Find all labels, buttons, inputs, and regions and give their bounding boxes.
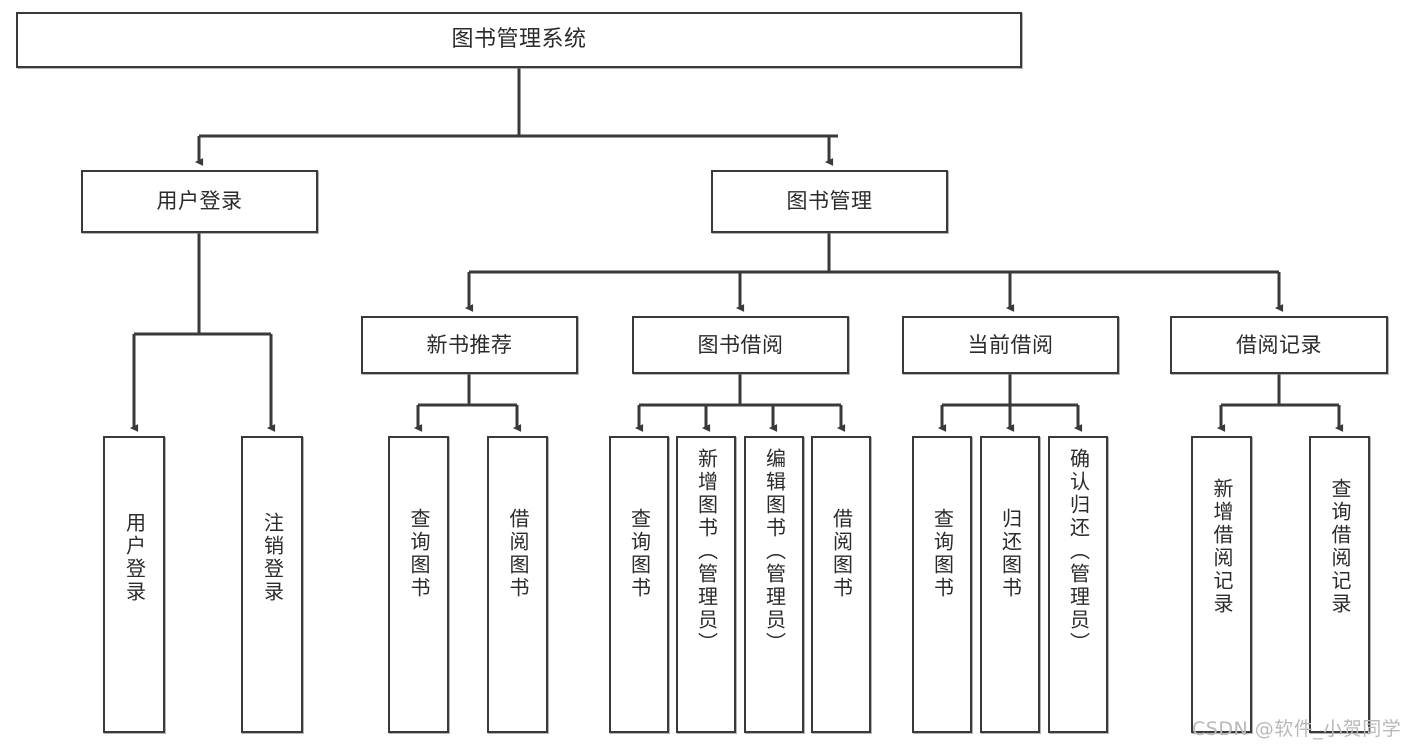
node-leaf-logout[interactable]: 注销登录 [241, 436, 303, 733]
node-book-manage[interactable]: 图书管理 [711, 170, 948, 233]
node-leaf-return-book-label: 归还图书 [998, 508, 1023, 600]
node-new-book-recommend-label: 新书推荐 [426, 332, 513, 357]
node-leaf-add-book-label: 新增图书（管理员） [694, 448, 719, 655]
node-leaf-query-book-b[interactable]: 查询图书 [609, 436, 669, 733]
node-leaf-query-book-a[interactable]: 查询图书 [388, 436, 449, 733]
node-current-borrow-label: 当前借阅 [967, 332, 1054, 357]
node-user-login[interactable]: 用户登录 [81, 170, 318, 233]
node-book-borrow[interactable]: 图书借阅 [632, 316, 849, 374]
node-leaf-confirm-return-label: 确认归还（管理员） [1066, 448, 1091, 655]
node-borrow-record[interactable]: 借阅记录 [1170, 316, 1388, 374]
node-leaf-borrow-book-b-label: 借阅图书 [829, 508, 854, 600]
node-user-login-label: 用户登录 [156, 189, 243, 214]
node-leaf-add-record-label: 新增借阅记录 [1210, 478, 1234, 616]
node-leaf-add-record[interactable]: 新增借阅记录 [1191, 436, 1252, 733]
node-leaf-query-book-a-label: 查询图书 [407, 508, 431, 600]
node-root-system[interactable]: 图书管理系统 [16, 12, 1022, 68]
node-leaf-query-book-b-label: 查询图书 [627, 508, 652, 600]
node-leaf-query-record[interactable]: 查询借阅记录 [1309, 436, 1370, 733]
node-book-manage-label: 图书管理 [786, 189, 873, 214]
node-leaf-query-book-c[interactable]: 查询图书 [912, 436, 972, 733]
node-leaf-return-book[interactable]: 归还图书 [980, 436, 1040, 733]
csdn-watermark: CSDN @软件_小贺同学 [1192, 718, 1402, 740]
node-leaf-user-login[interactable]: 用户登录 [103, 436, 165, 733]
node-book-borrow-label: 图书借阅 [697, 332, 784, 357]
node-leaf-user-login-label: 用户登录 [122, 512, 147, 604]
node-leaf-query-record-label: 查询借阅记录 [1328, 478, 1352, 616]
node-leaf-add-book[interactable]: 新增图书（管理员） [676, 436, 736, 733]
node-leaf-borrow-book-a[interactable]: 借阅图书 [487, 436, 548, 733]
node-leaf-edit-book-label: 编辑图书（管理员） [762, 448, 787, 655]
node-leaf-borrow-book-b[interactable]: 借阅图书 [811, 436, 871, 733]
node-new-book-recommend[interactable]: 新书推荐 [361, 316, 578, 374]
node-root-system-label: 图书管理系统 [451, 27, 587, 53]
node-leaf-confirm-return[interactable]: 确认归还（管理员） [1048, 436, 1108, 733]
node-borrow-record-label: 借阅记录 [1236, 332, 1322, 357]
node-leaf-borrow-book-a-label: 借阅图书 [506, 508, 530, 600]
node-leaf-logout-label: 注销登录 [260, 512, 285, 604]
node-leaf-query-book-c-label: 查询图书 [930, 508, 955, 600]
node-leaf-edit-book[interactable]: 编辑图书（管理员） [744, 436, 804, 733]
node-current-borrow[interactable]: 当前借阅 [902, 316, 1119, 374]
